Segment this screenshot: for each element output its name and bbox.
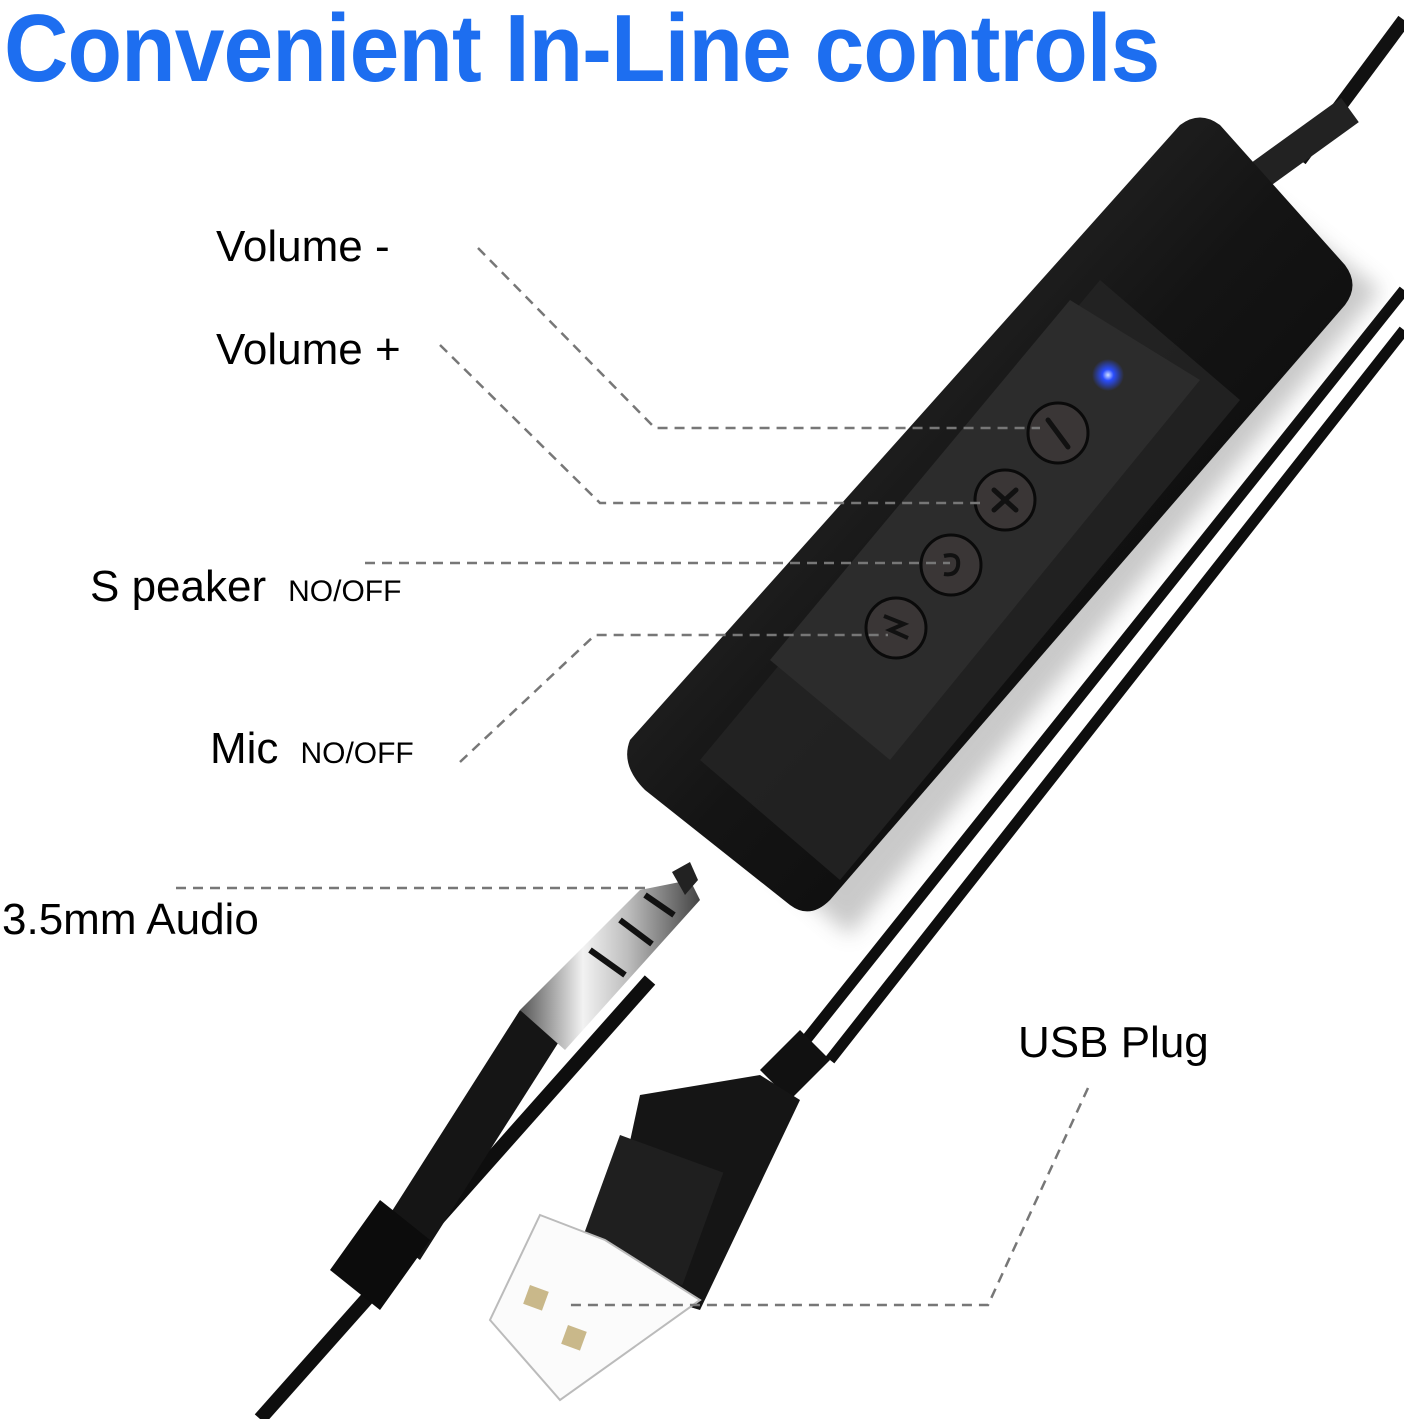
speaker-toggle-icon — [943, 553, 961, 577]
mic-toggle-icon — [883, 614, 910, 640]
usb-plug — [488, 1030, 830, 1402]
audio-jack-text: 3.5mm Audio — [2, 895, 259, 944]
volume-down-button[interactable] — [1026, 401, 1090, 465]
mic-state: NO/OFF — [300, 737, 414, 770]
usb-plug-text: USB Plug — [1018, 1018, 1209, 1067]
volume-up-text: Volume + — [216, 325, 401, 374]
volume-up-button[interactable] — [973, 468, 1037, 532]
speaker-label: S peaker NO/OFF — [90, 562, 401, 612]
minus-icon — [1045, 417, 1071, 450]
speaker-text: S peaker — [90, 562, 267, 611]
audio-jack-label: 3.5mm Audio — [2, 895, 259, 945]
callout-lines — [176, 247, 1090, 1307]
speaker-toggle-button[interactable] — [919, 533, 983, 597]
usb-cable — [785, 286, 1404, 1064]
page-title: Convenient In-Line controls — [4, 0, 1160, 102]
audio-jack — [254, 862, 700, 1419]
volume-down-text: Volume - — [216, 222, 390, 271]
mic-text: Mic — [210, 724, 279, 773]
mic-label: Mic NO/OFF — [210, 724, 414, 774]
volume-down-label: Volume - — [216, 222, 390, 272]
top-cable — [1251, 15, 1404, 188]
usb-plug-label: USB Plug — [1018, 1018, 1209, 1068]
blue-led-icon — [1092, 359, 1124, 391]
volume-up-label: Volume + — [216, 325, 401, 375]
speaker-state: NO/OFF — [288, 575, 402, 608]
plus-icon — [991, 487, 1019, 513]
mic-toggle-button[interactable] — [864, 596, 928, 660]
